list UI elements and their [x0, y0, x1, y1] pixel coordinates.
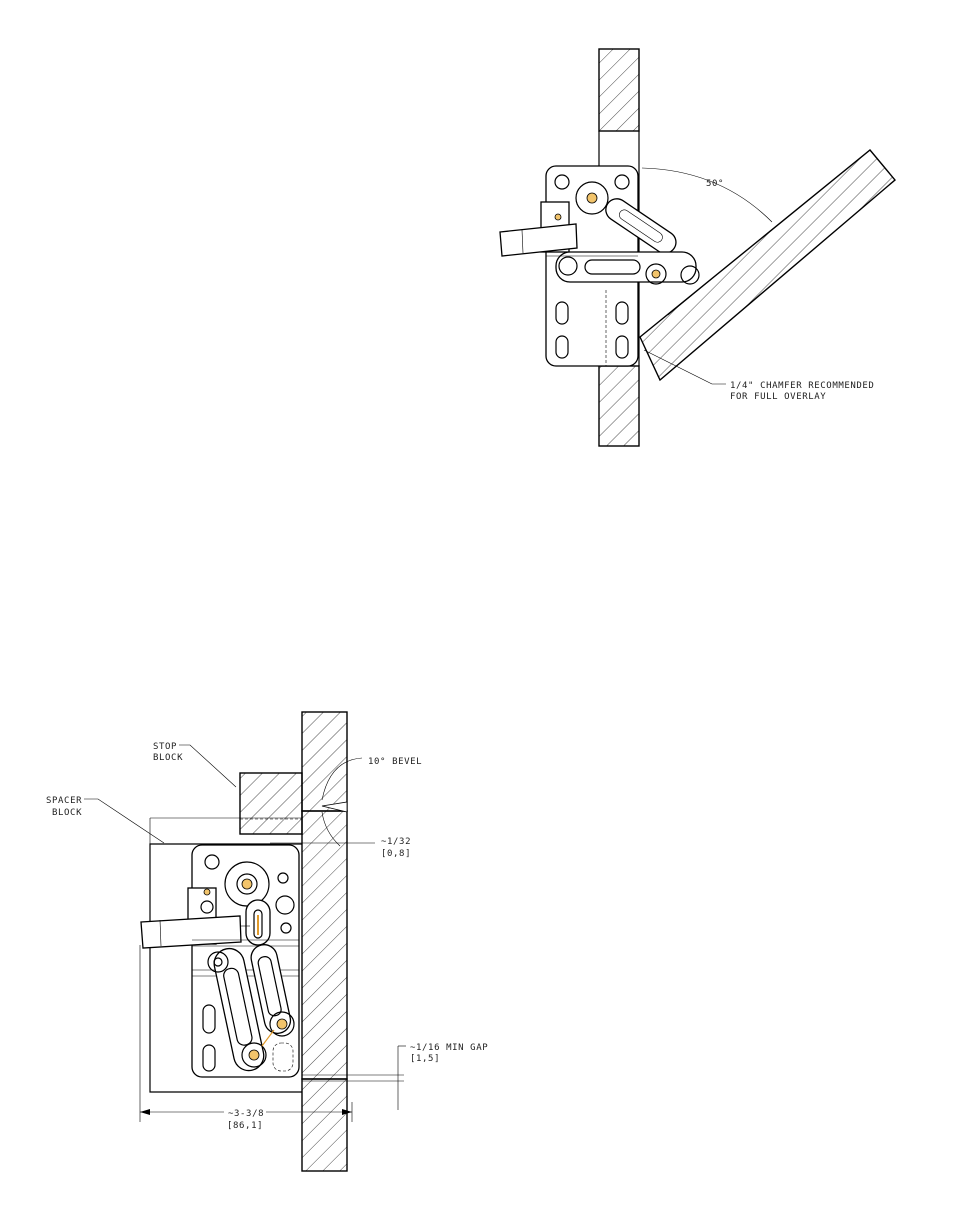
cabinet-panel-lower	[302, 1079, 347, 1171]
bottom-view: STOP BLOCK SPACER BLOCK 10° BEVEL ~1/32 …	[46, 712, 488, 1171]
min-gap-line2: [1,5]	[410, 1054, 440, 1064]
angle-label: 50°	[706, 179, 724, 189]
bevel-label: 10° BEVEL	[368, 757, 422, 767]
cabinet-wall-upper	[599, 49, 639, 131]
gap-small-line2: [0,8]	[381, 849, 411, 859]
door-panel-middle	[302, 811, 347, 1079]
clamp-handle-bottom	[141, 916, 241, 948]
gap-small-line1: ~1/32	[381, 837, 411, 847]
door-panel-upper	[302, 712, 347, 811]
stop-block	[240, 773, 302, 834]
stop-block-label-line2: BLOCK	[153, 753, 183, 763]
chamfer-note-line1: 1/4" CHAMFER RECOMMENDED	[730, 381, 874, 391]
min-gap-line1: ~1/16 MIN GAP	[410, 1043, 488, 1053]
chamfer-note-line2: FOR FULL OVERLAY	[730, 392, 826, 402]
cabinet-wall-lower	[599, 366, 639, 446]
stop-block-label-line1: STOP	[153, 742, 177, 752]
spacer-block-label-line2: BLOCK	[52, 808, 82, 818]
top-view: 50° 1/4" CHAMFER RECOMMENDED FOR FULL OV…	[500, 49, 895, 446]
width-dim-line1: ~3-3/8	[228, 1109, 264, 1119]
width-dim-line2: [86,1]	[227, 1121, 263, 1131]
spacer-block-label-line1: SPACER	[46, 796, 82, 806]
angle-arc	[642, 168, 772, 222]
